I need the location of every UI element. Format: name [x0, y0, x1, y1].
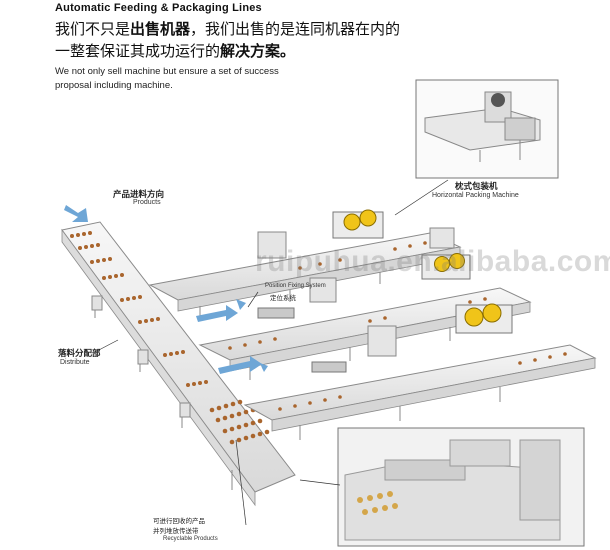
- intro-chinese-line-1: 我们不只是出售机器，我们出售的是连同机器在内的: [55, 20, 401, 38]
- packing-machine-3: [455, 303, 513, 334]
- flow-arrow-2: [218, 356, 262, 374]
- branch-products: [228, 241, 567, 411]
- main-conveyor: [61, 221, 296, 507]
- flow-arrow-1: [196, 305, 238, 322]
- recycle-label-en: Recyclable Products: [163, 536, 218, 542]
- position-fixing-label-en: Position Fixing System: [265, 283, 326, 289]
- distribute-label-en: Distribute: [60, 359, 90, 366]
- main-conveyor-products: [70, 231, 270, 445]
- watermark: ruipuhua.en.alibaba.com: [255, 245, 610, 278]
- recycle-label-cn-2: 并列堆放传送带: [153, 527, 199, 535]
- packing-machine-label-cn: 枕式包装机: [455, 182, 498, 192]
- recycle-label-cn-1: 可进行回收的产品: [153, 517, 205, 525]
- intro-english-line-2: proposal including machine.: [55, 80, 173, 91]
- machine-photo-inset: [337, 427, 585, 547]
- intro-chinese-line-2: 一整套保证其成功运行的解决方案。: [55, 42, 296, 60]
- horizontal-packing-machine-inset: [415, 79, 559, 179]
- leader-lines: [94, 179, 449, 526]
- distribute-label-cn: 落料分配部: [58, 349, 101, 359]
- position-fixing-label-cn: 定位系统: [270, 294, 296, 302]
- intro-english-line-1: We not only sell machine but ensure a se…: [55, 66, 279, 77]
- page-title: Automatic Feeding & Packaging Lines: [55, 2, 262, 14]
- branch-conveyor-3: [243, 325, 597, 440]
- products-label-cn: 产品进料方向: [113, 190, 165, 200]
- packing-machine-2: [421, 253, 471, 280]
- flow-arrows: [64, 205, 268, 374]
- products-label-en: Products: [133, 199, 161, 206]
- product-input-arrow: [64, 205, 88, 222]
- packing-machine-1: [332, 209, 384, 239]
- packing-machine-label-en: Horizontal Packing Machine: [432, 192, 519, 199]
- position-fixing-block: [257, 307, 295, 319]
